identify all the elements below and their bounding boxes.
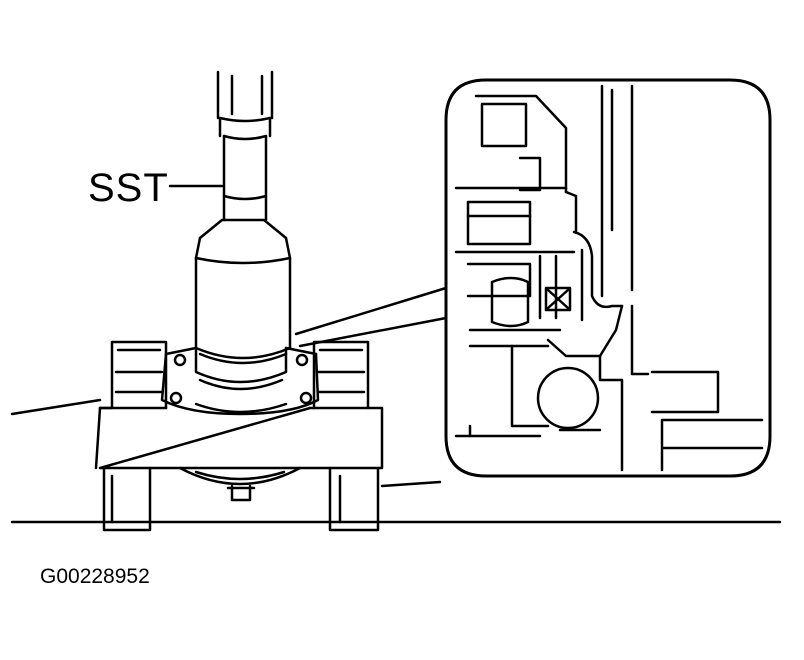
callout-leader-upper [294, 286, 448, 336]
press-assembly [10, 70, 782, 532]
detail-inset [444, 78, 772, 478]
sst-label: SST [88, 166, 169, 210]
callout-leader-lower [298, 316, 448, 348]
figure-id: G00228952 [40, 565, 150, 588]
